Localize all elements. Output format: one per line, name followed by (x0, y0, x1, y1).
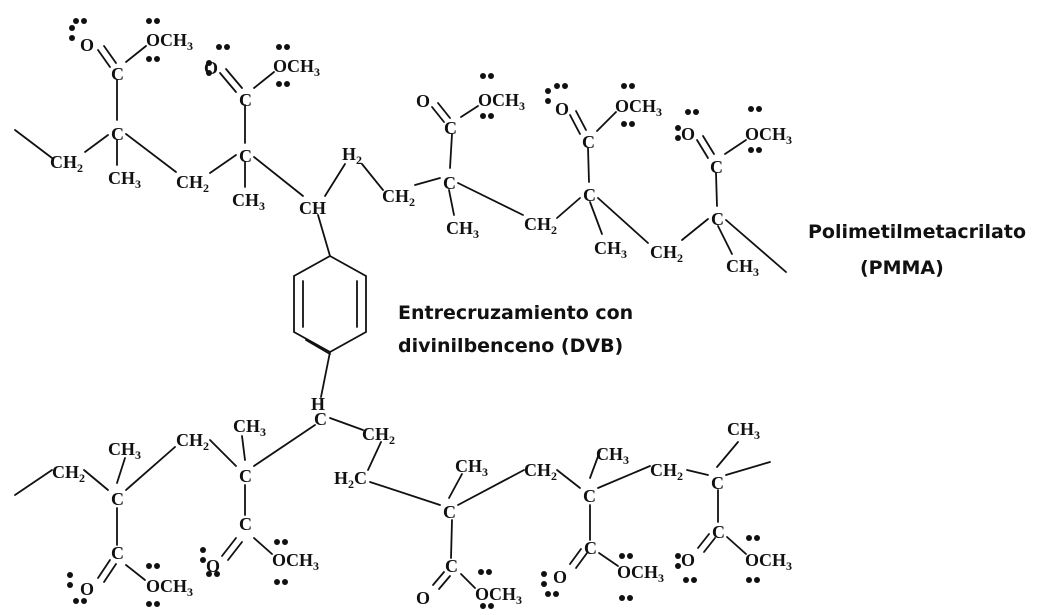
atom-c: C (239, 146, 252, 166)
atom-ch2: CH2 (362, 424, 395, 447)
atom-h2: H2 (342, 144, 362, 167)
atom-och3: OCH3 (745, 550, 792, 573)
atom-ch3: CH3 (594, 238, 627, 261)
atom-och3: OCH3 (146, 30, 193, 53)
atom-ch2: CH2 (650, 460, 683, 483)
atom-o: O (206, 556, 220, 576)
atom-c: C (584, 538, 597, 558)
atom-och3: OCH3 (146, 576, 193, 599)
atom-c: C (111, 64, 124, 84)
atom-c: C (710, 157, 723, 177)
atom-o: O (80, 579, 94, 599)
atom-ch3: CH3 (108, 439, 141, 462)
atom-ch3: CH3 (108, 168, 141, 191)
polymer-name-label: Polimetilmetacrilato (808, 221, 1026, 243)
lone-pair-dots (67, 18, 762, 609)
atom-ch3: CH3 (726, 256, 759, 279)
atom-ch2: CH2 (382, 186, 415, 209)
atom-c: C (583, 486, 596, 506)
atom-c: C (443, 502, 456, 522)
atom-c: C (239, 514, 252, 534)
atom-ch2: CH2 (52, 462, 85, 485)
atom-ch3: CH3 (455, 456, 488, 479)
atom-ch2: CH2 (50, 152, 83, 175)
atom-c: C (582, 132, 595, 152)
bonds (14, 45, 787, 590)
atom-och3: OCH3 (475, 584, 522, 607)
atom-ch2: CH2 (176, 430, 209, 453)
atom-och3: OCH3 (478, 90, 525, 113)
atom-och3: OCH3 (617, 562, 664, 585)
atom-ch3: CH3 (727, 419, 760, 442)
atom-o: O (80, 35, 94, 55)
atom-ch3: CH3 (233, 416, 266, 439)
atom-ch2: CH2 (650, 242, 683, 265)
atom-och3: OCH3 (273, 56, 320, 79)
atom-c: C (444, 118, 457, 138)
atom-c: C (111, 489, 124, 509)
atom-o: O (681, 550, 695, 570)
atom-ch3: CH3 (446, 218, 479, 241)
atom-och3: OCH3 (745, 124, 792, 147)
atom-o: O (553, 567, 567, 587)
crosslink-label-line2: divinilbenceno (DVB) (398, 335, 623, 357)
atom-c: C (239, 90, 252, 110)
atom-c: C (583, 185, 596, 205)
atom-c: C (111, 543, 124, 563)
atom-c: C (239, 466, 252, 486)
atom-ch2: CH2 (176, 172, 209, 195)
descriptive-labels: Polimetilmetacrilato (PMMA) Entrecruzami… (398, 221, 1026, 357)
atom-o: O (416, 588, 430, 608)
atom-h2c: H2C (334, 468, 367, 491)
atom-c: C (443, 173, 456, 193)
atom-o: O (204, 58, 218, 78)
atom-o: O (555, 99, 569, 119)
atom-ch2: CH2 (524, 214, 557, 237)
atom-labels: O OCH3 C C CH2 CH3 CH2 O OCH3 C C CH3 CH… (50, 30, 792, 608)
crosslink-label-line1: Entrecruzamiento con (398, 302, 633, 324)
polymer-abbrev-label: (PMMA) (860, 257, 944, 279)
atom-c: C (314, 409, 327, 429)
atom-c: C (445, 556, 458, 576)
atom-ch3: CH3 (232, 190, 265, 213)
atom-och3: OCH3 (615, 96, 662, 119)
atom-och3: OCH3 (272, 550, 319, 573)
atom-ch2: CH2 (524, 460, 557, 483)
atom-o: O (681, 124, 695, 144)
atom-c: C (111, 124, 124, 144)
atom-c: C (711, 473, 724, 493)
atom-c: C (712, 522, 725, 542)
atom-o: O (416, 91, 430, 111)
atom-ch: CH (299, 198, 326, 218)
atom-c: C (711, 209, 724, 229)
atom-ch3: CH3 (596, 444, 629, 467)
atom-h: H (311, 394, 325, 414)
